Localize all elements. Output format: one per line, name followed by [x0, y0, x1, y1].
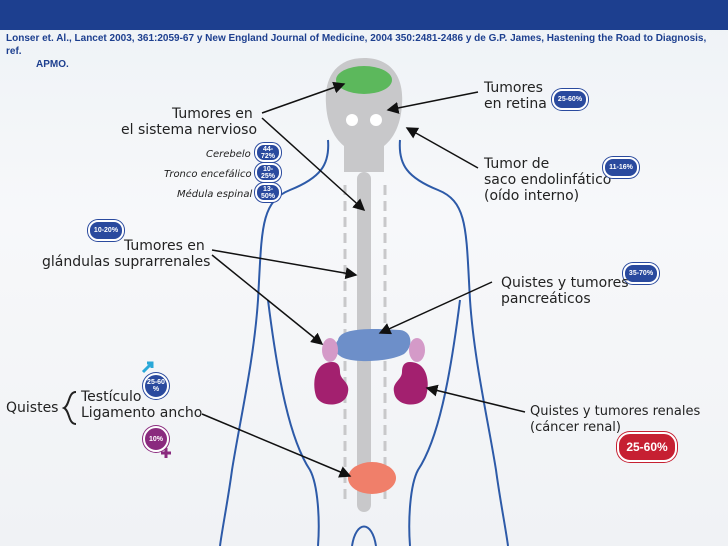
badge-renal: 25-60%	[617, 432, 677, 462]
body-outline	[219, 139, 330, 546]
citation-line-2: APMO.	[36, 59, 69, 70]
kidney-left	[314, 362, 349, 405]
female-symbol-icon	[161, 448, 171, 458]
arrow-pancreas	[378, 281, 493, 335]
arrow-cns-spine	[261, 117, 366, 212]
badge-tronco: 10-25%	[255, 163, 281, 182]
label-saco-line1: Tumor de	[484, 156, 550, 172]
arrow-supra-spine	[211, 249, 358, 280]
label-cerebelo: Cerebelo	[206, 149, 251, 160]
arrow-renal	[425, 384, 526, 413]
kidney-right	[393, 362, 428, 405]
body-torso-line-left	[267, 299, 320, 546]
label-saco-line2: saco endolinfático	[484, 172, 612, 188]
badge-supra: 10-20%	[88, 220, 124, 241]
body-crotch-line	[351, 525, 377, 546]
badge-medula: 13-50%	[255, 183, 281, 202]
header-bar	[0, 0, 728, 30]
label-testiculo: Testículo	[81, 389, 142, 405]
badge-testiculo: 25-60 %	[143, 373, 169, 399]
citation-line-1: Lonser et. Al., Lancet 2003, 361:2059-67…	[6, 33, 707, 57]
eye-left	[346, 114, 358, 126]
label-retina-line2: en retina	[484, 96, 547, 112]
badge-cerebelo: 44-72%	[255, 143, 281, 162]
badge-saco: 11-16%	[603, 157, 639, 178]
label-supra-line2: glándulas suprarrenales	[42, 254, 211, 270]
badge-pancreas: 35-70%	[623, 263, 659, 284]
male-symbol-icon	[141, 361, 154, 374]
label-saco-line3: (oído interno)	[484, 188, 580, 204]
brain-shape	[336, 66, 392, 94]
arrow-saco	[405, 127, 479, 169]
badge-retina: 25-60%	[552, 89, 588, 110]
citation-text: Lonser et. Al., Lancet 2003, 361:2059-67…	[6, 32, 724, 71]
eye-right	[370, 114, 382, 126]
pancreas-shape	[335, 329, 411, 362]
badge-ligamento: 10%	[143, 426, 169, 452]
label-renal-line1: Quistes y tumores renales	[530, 404, 701, 419]
label-retina-line1: Tumores	[484, 80, 543, 96]
pelvic-organ	[348, 462, 396, 494]
arrow-cns-brain	[261, 81, 346, 114]
arrow-quistes-pelvic	[201, 413, 352, 478]
body-torso-line-right	[408, 299, 461, 546]
label-pancreas-line2: pancreáticos	[501, 291, 591, 307]
spinal-dashes	[343, 185, 387, 500]
label-supra-line1: Tumores en	[124, 238, 205, 254]
label-tronco: Tronco encefálico	[164, 169, 252, 180]
arrow-retina	[386, 91, 479, 114]
label-cns-line1: Tumores en	[172, 106, 253, 122]
adrenal-left	[322, 338, 338, 362]
label-quistes: Quistes	[6, 400, 59, 416]
adrenal-right	[409, 338, 425, 362]
badge-testiculo-unit: %	[152, 386, 160, 393]
quistes-bracket	[61, 391, 77, 425]
label-ligamento: Ligamento ancho	[81, 405, 203, 421]
badge-testiculo-value: 25-60	[147, 379, 165, 386]
label-medula: Médula espinal	[177, 189, 253, 200]
label-renal-line2: (cáncer renal)	[530, 420, 621, 435]
arrow-supra-adrenal	[211, 254, 324, 345]
label-pancreas-line1: Quistes y tumores	[501, 275, 629, 291]
label-cns-line2: el sistema nervioso	[121, 122, 258, 138]
body-outline-right	[398, 139, 509, 546]
